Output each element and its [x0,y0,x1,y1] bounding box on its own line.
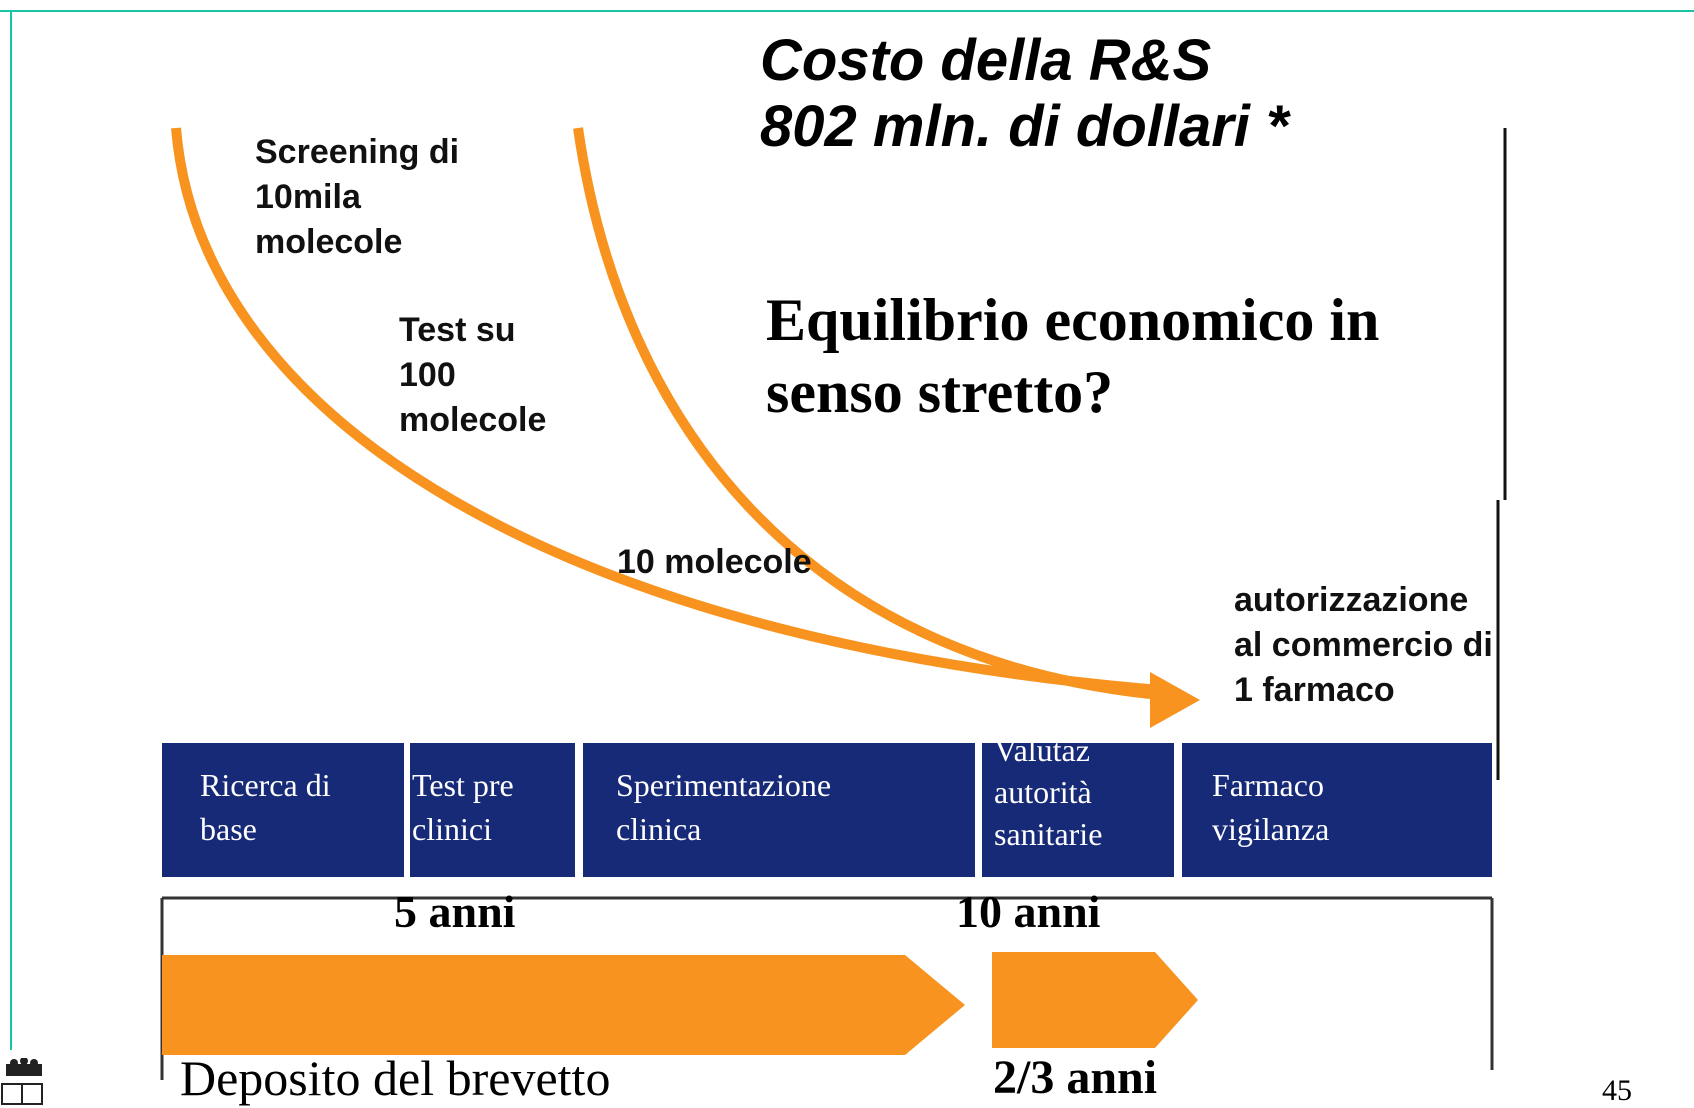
phase-line: Ricerca di [200,767,331,803]
test-curve [573,127,1161,700]
five-years-label: 5 anni [394,886,516,937]
authorization-line-2: al commercio di [1234,626,1493,664]
phase-line: Farmaco [1212,767,1324,803]
phase-line: sanitarie [994,816,1103,852]
patent-label: Deposito del brevetto [180,1050,611,1106]
authorization-label: autorizzazione al commercio di 1 farmaco [1234,578,1493,713]
question-line-1: Equilibrio economico in [766,287,1380,353]
slide-title: Costo della R&S 802 mln. di dollari * [760,28,1289,160]
phase-line: Sperimentazione [616,767,832,803]
title-line-1: Costo della R&S [760,28,1212,93]
slide-frame-left [10,10,12,1050]
phase-line: clinica [616,811,702,847]
phase-line: Valutaz [994,743,1090,768]
authorization-line-3: 1 farmaco [1234,671,1395,709]
test-line-3: molecole [399,401,547,439]
phase-line: autorità [994,774,1092,810]
phase-authority-review: Valutaz autorità sanitarie [982,743,1174,877]
page-number: 45 [1602,1074,1632,1107]
question-line-2: senso stretto? [766,359,1114,425]
phase-clinical-trials: Sperimentazione clinica [583,743,975,877]
screening-curve [171,127,1161,695]
phase-line: vigilanza [1212,811,1330,847]
test-line-2: 100 [399,356,456,394]
screening-label: Screening di 10mila molecole [255,130,459,265]
screening-line-2: 10mila [255,178,361,216]
slide-frame-top [0,10,1694,12]
extension-arrow [992,952,1198,1048]
authorization-line-1: autorizzazione [1234,581,1469,619]
test-line-1: Test su [399,311,516,349]
patent-arrow [162,955,965,1055]
phase-line: clinici [412,811,492,847]
phase-preclinical: Test pre clinici [410,743,575,877]
ten-years-label: 10 anni [956,886,1101,937]
test-label: Test su 100 molecole [399,308,546,443]
question: Equilibrio economico in senso stretto? [766,284,1379,428]
phase-line: Test pre [412,767,514,803]
extra-years-label: 2/3 anni [993,1051,1158,1104]
crest-logo-icon [1,1058,43,1105]
phase-line: base [200,811,257,847]
ten-molecules-label: 10 molecole [617,543,812,581]
screening-line-3: molecole [255,223,403,261]
title-line-2: 802 mln. di dollari * [760,94,1289,159]
phase-basic-research: Ricerca di base [162,743,404,877]
arrowhead [1150,672,1200,728]
phase-pharmacovigilance: Farmaco vigilanza [1182,743,1492,877]
screening-line-1: Screening di [255,133,460,171]
